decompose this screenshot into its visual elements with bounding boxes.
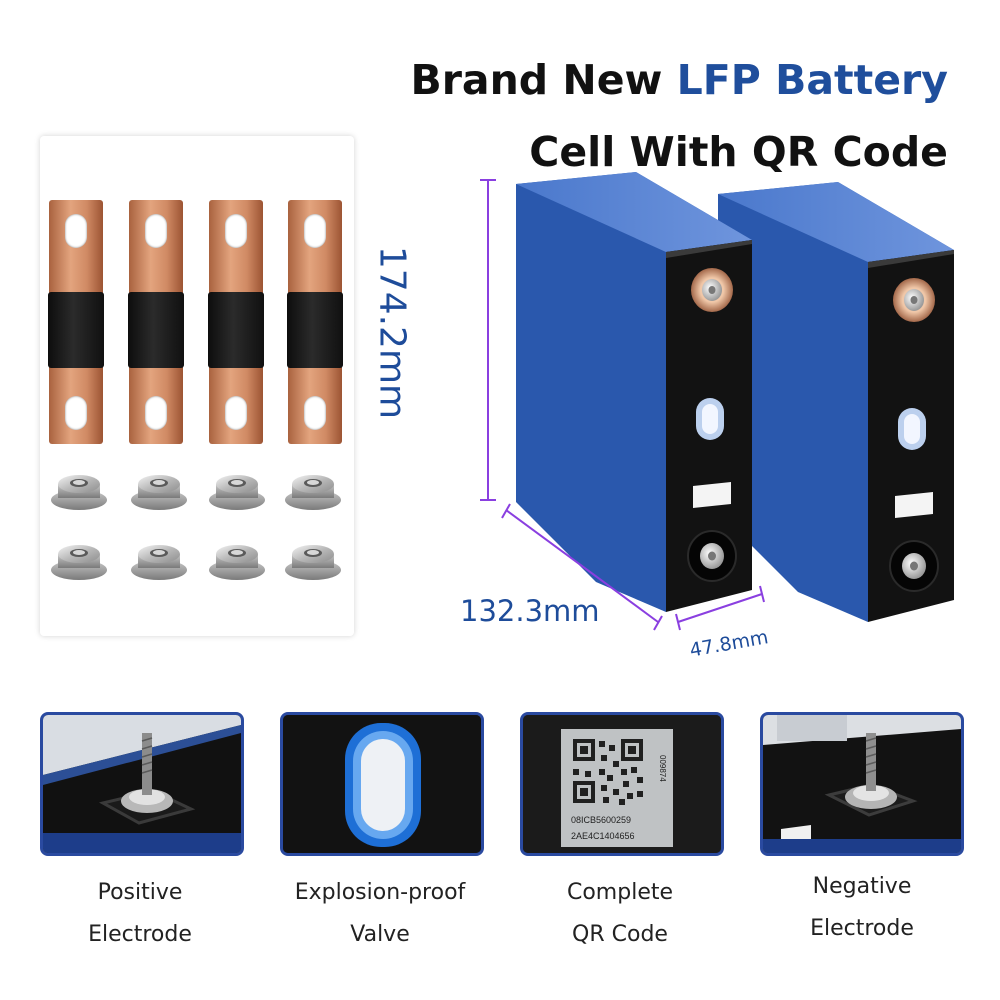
busbar-slot — [145, 396, 167, 430]
nut-icon — [285, 475, 341, 510]
headline-line-2: Cell With QR Code — [529, 128, 948, 176]
dimension-lines — [480, 179, 765, 631]
busbar-3 — [208, 200, 264, 444]
feature-caption-negative-electrode: Negative Electrode — [752, 866, 972, 950]
caption-line: Positive — [97, 880, 183, 905]
busbar-sleeve — [208, 292, 264, 368]
busbar-sleeve — [128, 292, 184, 368]
busbar-1 — [48, 200, 104, 444]
busbar-slot — [304, 396, 326, 430]
feature-card-positive-electrode — [40, 712, 244, 856]
nut-icon — [51, 475, 107, 510]
busbar-slot — [304, 214, 326, 248]
battery-cells-illustration — [480, 171, 955, 631]
busbar-slot — [65, 396, 87, 430]
busbar-slot — [225, 396, 247, 430]
qr-code-line-1: 08ICB5600259 — [571, 815, 631, 825]
busbar-slot — [65, 214, 87, 248]
feature-card-negative-electrode — [760, 712, 964, 856]
caption-line: Explosion-proof — [294, 880, 466, 905]
busbar-sleeve — [48, 292, 104, 368]
feature-card-qr-code: 009874 08ICB5600259 2AE4C1404656 — [520, 712, 724, 856]
nut-icon — [131, 475, 187, 510]
dimension-height: 174.2mm — [371, 245, 413, 420]
feature-caption-explosion-proof-valve: Explosion-proof Valve — [270, 872, 490, 956]
busbar-4 — [287, 200, 343, 444]
busbar-2 — [128, 200, 184, 444]
positive-terminal-icon — [43, 715, 241, 853]
negative-terminal-icon — [763, 715, 961, 853]
explosion-valve-icon — [283, 715, 481, 853]
caption-line: Negative — [812, 874, 912, 899]
nut-icon — [209, 475, 265, 510]
feature-card-explosion-proof-valve — [280, 712, 484, 856]
qr-side-number: 009874 — [658, 755, 667, 782]
dimension-width: 132.3mm — [460, 594, 600, 628]
busbar-sleeve — [287, 292, 343, 368]
caption-line: Electrode — [810, 916, 914, 941]
qr-code-icon: 009874 08ICB5600259 2AE4C1404656 — [523, 715, 721, 853]
busbar-slot — [225, 214, 247, 248]
feature-caption-positive-electrode: Positive Electrode — [30, 872, 250, 956]
feature-caption-qr-code: Complete QR Code — [510, 872, 730, 956]
busbar-slot — [145, 214, 167, 248]
headline-line-1: Brand New LFP Battery — [410, 56, 948, 104]
headline-prefix: Brand New — [410, 56, 677, 104]
caption-line: QR Code — [572, 922, 668, 947]
nut-icon — [131, 545, 187, 580]
headline-accent: LFP Battery — [676, 56, 948, 104]
nut-icon — [51, 545, 107, 580]
nut-icon — [209, 545, 265, 580]
battery-cell-back — [717, 181, 955, 623]
caption-line: Valve — [350, 922, 410, 947]
flange-nuts — [51, 475, 341, 580]
battery-cell-front — [515, 171, 753, 613]
caption-line: Electrode — [88, 922, 192, 947]
caption-line: Complete — [566, 880, 674, 905]
nut-icon — [285, 545, 341, 580]
qr-code-line-2: 2AE4C1404656 — [571, 831, 635, 841]
